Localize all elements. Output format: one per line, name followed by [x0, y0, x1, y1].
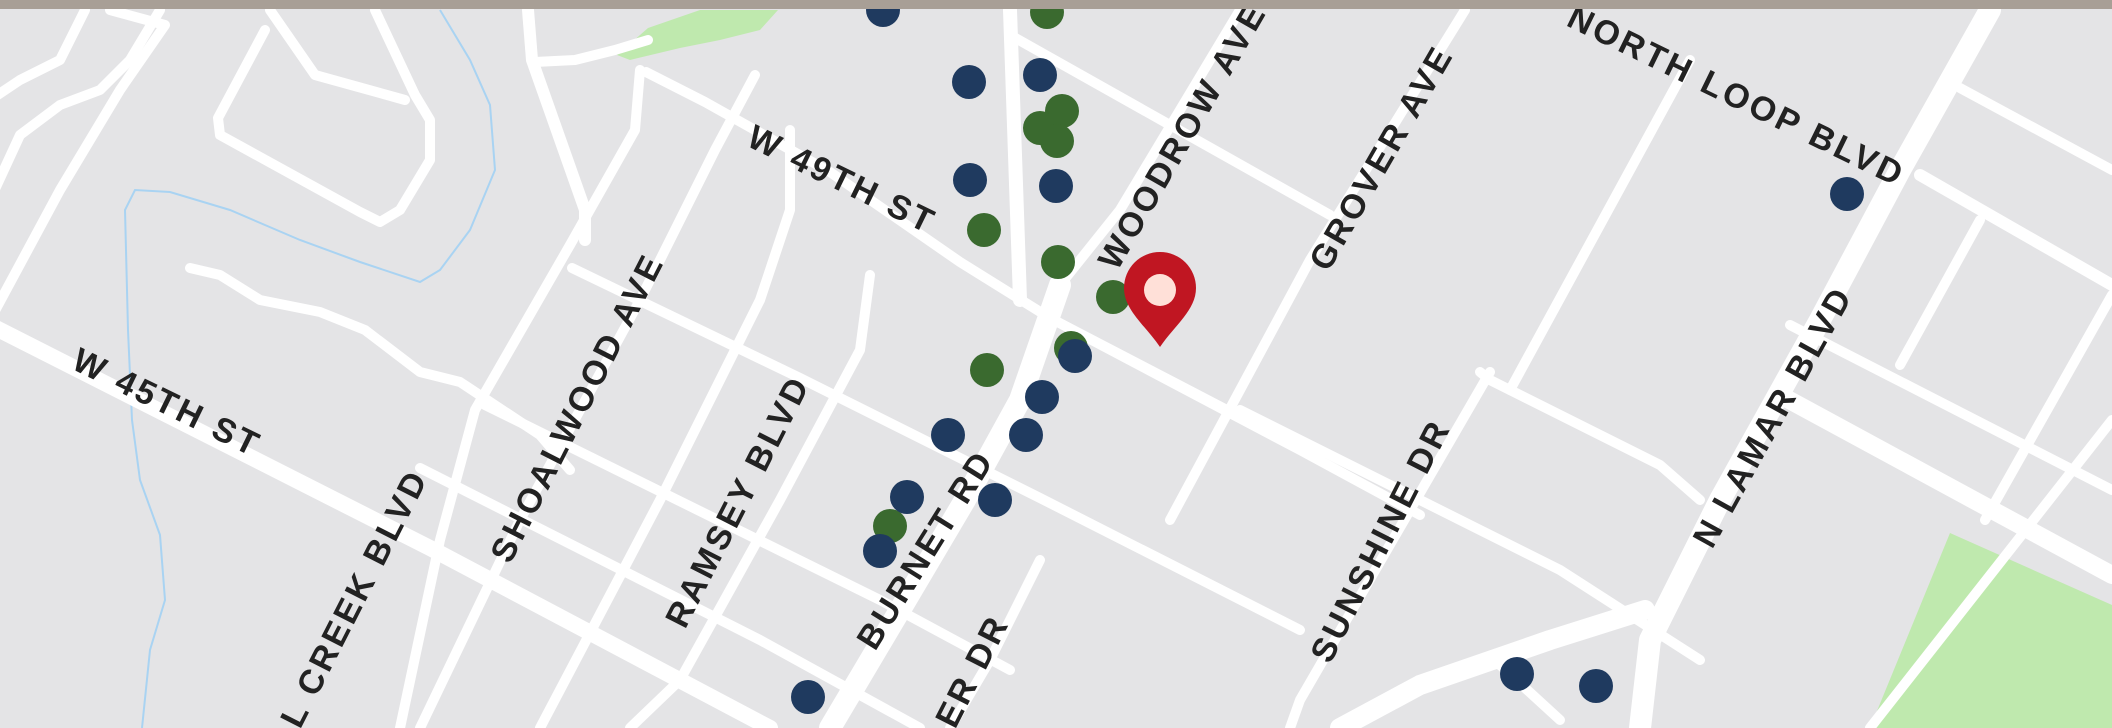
navy-marker[interactable]	[1023, 58, 1057, 92]
navy-marker[interactable]	[1009, 418, 1043, 452]
navy-marker[interactable]	[952, 65, 986, 99]
navy-marker[interactable]	[1058, 339, 1092, 373]
navy-marker[interactable]	[978, 483, 1012, 517]
navy-marker[interactable]	[1025, 380, 1059, 414]
pin-center-dot	[1144, 274, 1176, 306]
creek-line	[123, 9, 497, 728]
green-marker[interactable]	[1040, 124, 1074, 158]
green-marker[interactable]	[967, 213, 1001, 247]
park-area-small	[617, 10, 778, 60]
top-strip	[0, 0, 2112, 9]
park-area	[1870, 533, 2112, 728]
navy-marker[interactable]	[890, 480, 924, 514]
navy-marker[interactable]	[931, 418, 965, 452]
green-marker[interactable]	[1096, 280, 1130, 314]
selected-location-pin[interactable]	[1124, 251, 1197, 347]
navy-marker[interactable]	[1500, 657, 1534, 691]
navy-marker[interactable]	[1830, 177, 1864, 211]
navy-marker[interactable]	[1579, 669, 1613, 703]
green-marker[interactable]	[1041, 245, 1075, 279]
parks	[617, 10, 2112, 728]
navy-marker[interactable]	[1039, 169, 1073, 203]
green-marker[interactable]	[970, 353, 1004, 387]
location-markers[interactable]	[791, 0, 1864, 714]
navy-marker[interactable]	[863, 534, 897, 568]
navy-marker[interactable]	[953, 163, 987, 197]
navy-marker[interactable]	[791, 680, 825, 714]
